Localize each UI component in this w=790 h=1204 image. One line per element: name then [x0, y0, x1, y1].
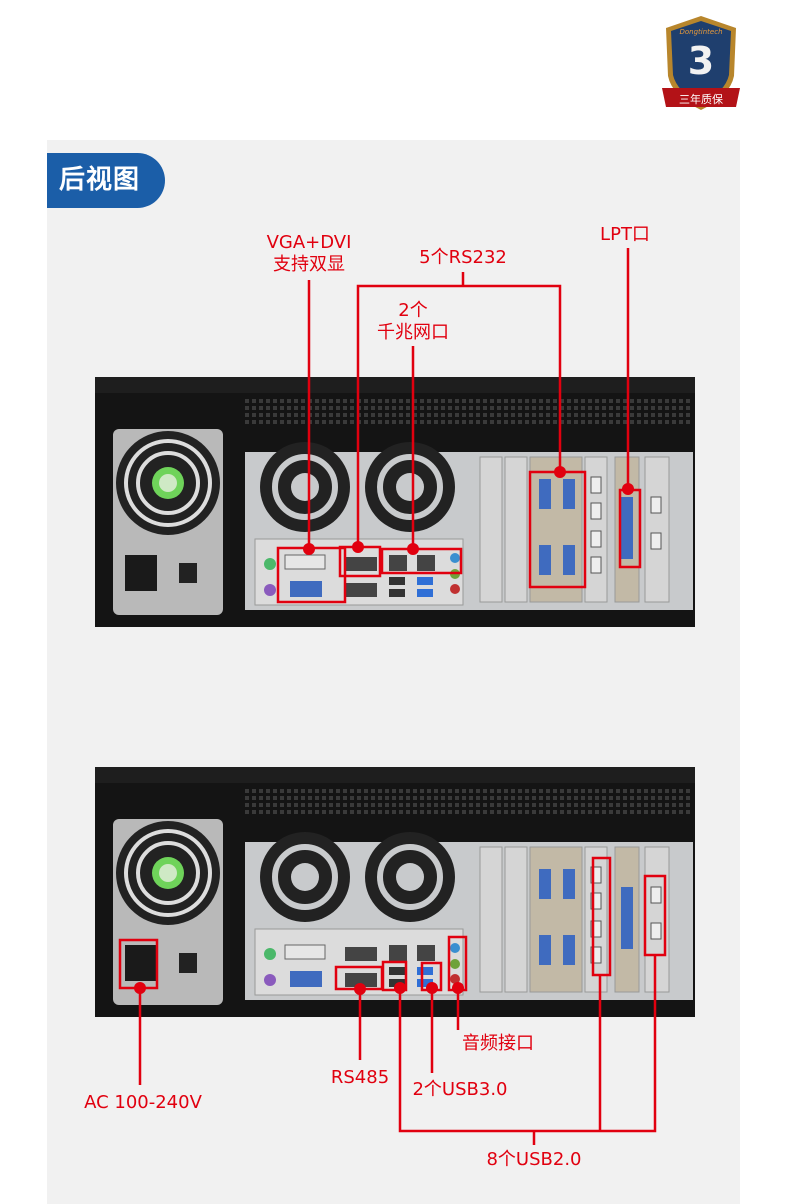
label-ac-power: AC 100-240V [84, 1092, 202, 1113]
chassis-rear-photo-bottom [95, 767, 695, 1017]
label-gigabit-lan: 2个千兆网口 [377, 300, 449, 344]
label-rs485: RS485 [330, 1067, 390, 1088]
section-tab-rear-view: 后视图 [47, 153, 165, 208]
label-usb3: 2个USB3.0 [412, 1079, 508, 1100]
badge-number: 3 [688, 39, 714, 83]
label-usb2: 8个USB2.0 [486, 1149, 582, 1170]
badge-warranty-text: 三年质保 [679, 92, 723, 106]
label-audio: 音频接口 [462, 1033, 534, 1054]
label-vga-dvi-line1: VGA+DVI [266, 232, 352, 253]
chassis-rear-photo-top [95, 377, 695, 627]
label-rs232: 5个RS232 [419, 247, 507, 268]
label-lan-line2: 千兆网口 [377, 322, 449, 343]
label-vga-dvi-line2: 支持双显 [272, 254, 345, 275]
label-lpt: LPT口 [600, 224, 650, 245]
warranty-shield-icon: Dongtintech 3 三年质保 [662, 16, 740, 110]
label-lan-line1: 2个 [398, 300, 428, 321]
badge-brand-logo: Dongtintech [679, 28, 722, 36]
